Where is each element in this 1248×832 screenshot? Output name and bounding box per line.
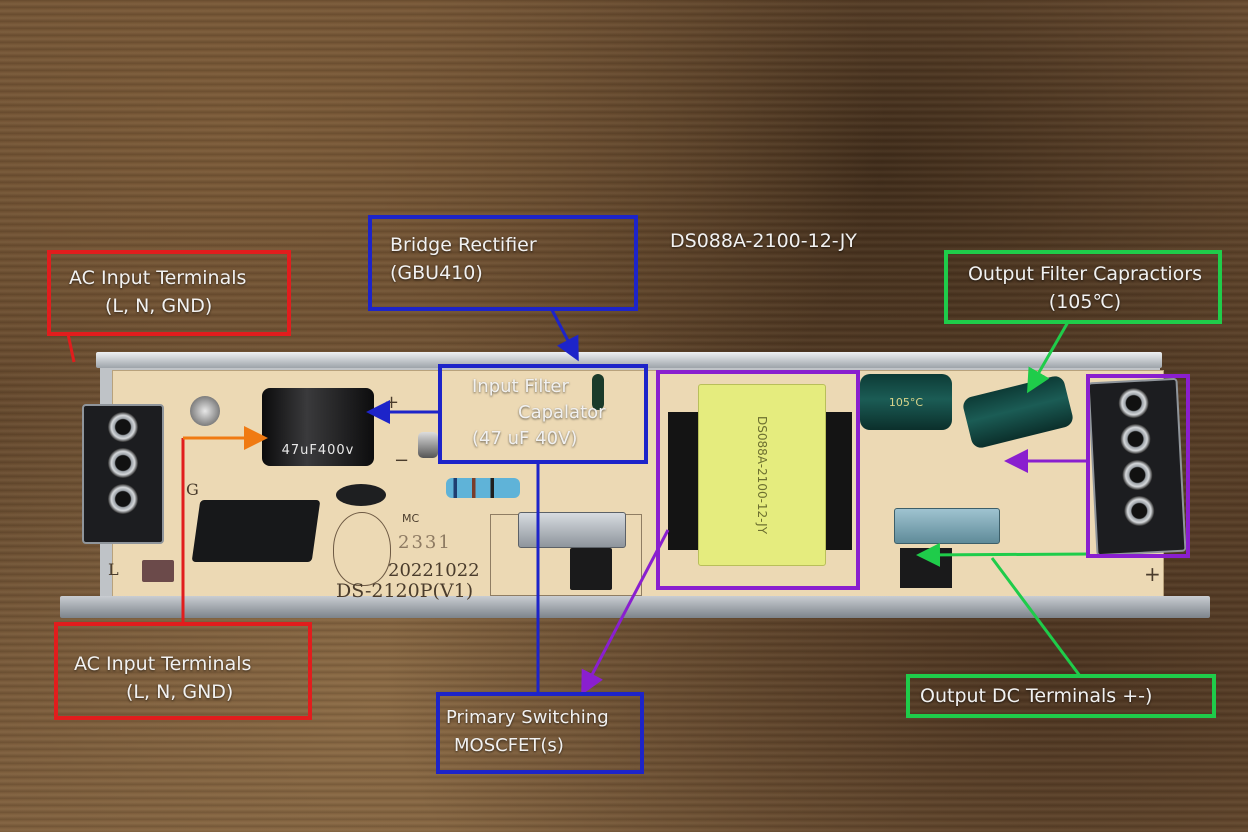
varistor bbox=[190, 396, 220, 426]
annotation-ac-input-top: AC Input Terminals (L, N, GND) bbox=[47, 250, 291, 336]
annotation-text: (L, N, GND) bbox=[126, 681, 234, 703]
input-filter-capacitor: 47uF400v bbox=[262, 388, 374, 466]
annotation-text: Bridge Rectifier bbox=[390, 234, 537, 256]
silk-label-l: L bbox=[108, 560, 119, 579]
model-label: DS088A-2100-12-JY bbox=[670, 230, 857, 252]
resistor bbox=[446, 478, 520, 498]
output-terminal-highlight-box bbox=[1086, 374, 1190, 558]
silk-label-g: G bbox=[186, 480, 199, 499]
fuse bbox=[142, 560, 174, 582]
silk-plus-output: + bbox=[1144, 562, 1161, 586]
output-rectifier-tab bbox=[894, 508, 1000, 544]
transformer: DS088A-2100-12-JY bbox=[698, 384, 826, 566]
annotation-text: (47 uF 40V) bbox=[472, 428, 578, 449]
silk-plus-input-cap: + bbox=[384, 392, 400, 413]
input-cap-marking: 47uF400v bbox=[281, 443, 355, 458]
silk-board-name: DS-2120P(V1) bbox=[336, 580, 474, 602]
output-rectifier-body bbox=[900, 548, 952, 588]
terminal-screw-icon bbox=[108, 412, 138, 442]
primary-mosfet-tab bbox=[518, 512, 626, 548]
annotation-output-filter: Output Filter Capractiors (105℃) bbox=[944, 250, 1222, 324]
primary-mosfet-body bbox=[570, 548, 612, 590]
annotation-text: Input Filter bbox=[472, 376, 569, 397]
annotation-text: Output DC Terminals +-) bbox=[920, 685, 1153, 707]
small-green-cap bbox=[592, 374, 604, 410]
annotation-text: AC Input Terminals bbox=[74, 653, 252, 675]
annotation-bridge-rectifier: Bridge Rectifier (GBU410) bbox=[368, 215, 638, 311]
annotation-text: Capalator bbox=[518, 402, 606, 423]
transformer-core-left bbox=[668, 412, 700, 550]
silk-mc-label: MC bbox=[402, 512, 420, 525]
heatsink-rail-bottom bbox=[60, 596, 1210, 618]
leader-ac-top bbox=[66, 333, 76, 363]
silk-mc-number: 2331 bbox=[398, 532, 452, 553]
silk-minus-input-cap: − bbox=[394, 450, 410, 471]
annotation-text: Output Filter Capractiors bbox=[967, 263, 1203, 285]
annotation-text: (105℃) bbox=[1048, 291, 1122, 313]
small-capacitor bbox=[418, 432, 438, 458]
heatsink-rail-top bbox=[96, 352, 1162, 368]
annotation-text: (GBU410) bbox=[390, 262, 483, 284]
output-filter-capacitor-1: 105°C bbox=[860, 374, 952, 430]
terminal-screw-icon bbox=[108, 448, 138, 478]
annotation-text: Primary Switching bbox=[446, 707, 609, 728]
silk-logo-icon bbox=[333, 512, 391, 586]
bridge-rectifier-component bbox=[191, 500, 321, 562]
ac-input-terminal-block bbox=[82, 404, 164, 544]
annotation-text: (L, N, GND) bbox=[105, 295, 213, 317]
output-cap-marking: 105°C bbox=[888, 395, 924, 409]
y-capacitor bbox=[336, 484, 386, 506]
leader-bridge bbox=[550, 309, 579, 362]
transformer-marking: DS088A-2100-12-JY bbox=[755, 415, 769, 535]
annotation-output-dc-terminals: Output DC Terminals +-) bbox=[906, 674, 1216, 718]
terminal-screw-icon bbox=[108, 484, 138, 514]
annotation-text: AC Input Terminals bbox=[69, 267, 247, 289]
annotation-ac-input-bottom: AC Input Terminals (L, N, GND) bbox=[54, 622, 312, 720]
annotation-input-filter: Input Filter Capalator (47 uF 40V) bbox=[438, 364, 648, 464]
annotation-primary-switching: Primary Switching MOSCFET(s) bbox=[436, 692, 644, 774]
transformer-highlight-box bbox=[656, 370, 860, 590]
silk-date-code: 20221022 bbox=[388, 560, 480, 581]
annotation-text: MOSCFET(s) bbox=[454, 735, 564, 756]
